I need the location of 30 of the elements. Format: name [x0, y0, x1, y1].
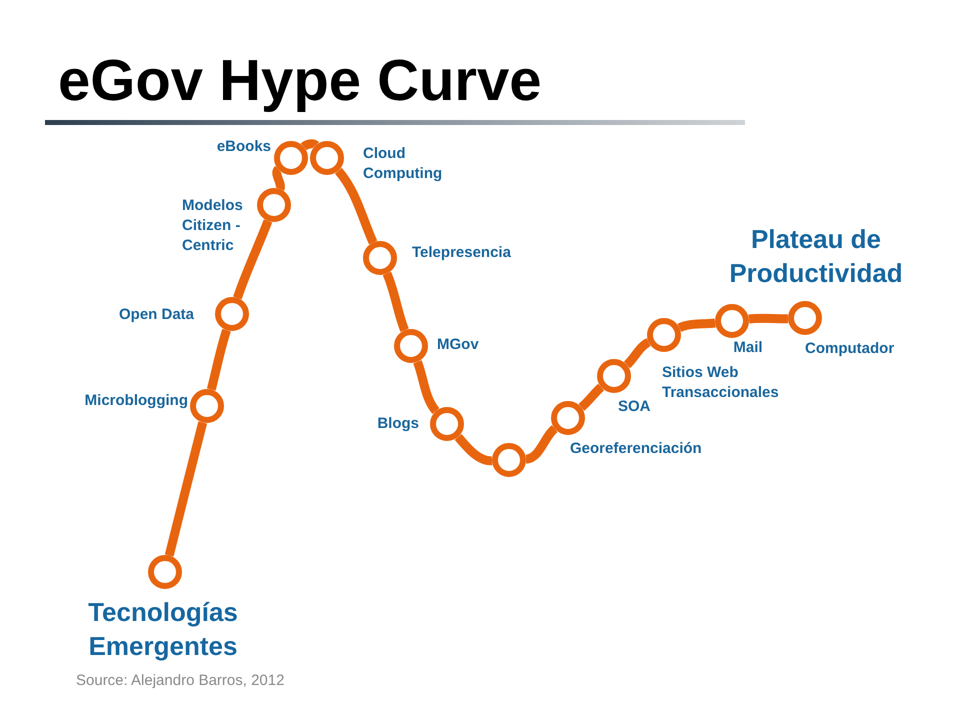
title: eGov Hype Curve: [58, 48, 542, 114]
curve-segment: [164, 421, 208, 557]
curve-segment: [382, 272, 409, 332]
curve-segment: [525, 425, 558, 464]
source-note: Source: Alejandro Barros, 2012: [76, 671, 284, 691]
curve-segment: [301, 139, 318, 150]
curve-segment: [678, 318, 716, 332]
curve-segment: [413, 360, 440, 414]
technology-label: Sitios Web Transaccionales: [662, 363, 780, 403]
curve-segment: [578, 384, 604, 411]
phase-label: Plateau de Productividad: [728, 223, 904, 290]
curve-segment: [748, 314, 788, 324]
curve-segment: [206, 328, 231, 391]
curve-segment: [454, 434, 492, 466]
technology-label: Computador: [805, 339, 894, 359]
technology-label: SOA: [618, 397, 651, 417]
technology-label: eBooks: [216, 137, 271, 157]
technology-label: MGov: [437, 335, 479, 355]
curve-segment: [233, 219, 272, 300]
technology-label: Telepresencia: [412, 243, 511, 263]
curve-segment: [272, 166, 285, 190]
technology-label: Open Data: [118, 305, 194, 325]
technology-label: Cloud Computing: [363, 144, 444, 184]
technology-label: Mail: [733, 338, 763, 358]
technology-label: Modelos Citizen - Centric: [182, 196, 244, 256]
phase-label: Tecnologías Emergentes: [87, 596, 239, 663]
technology-label: Blogs: [377, 414, 419, 434]
technology-label: Georeferenciación: [570, 439, 702, 459]
curve-segment: [624, 338, 651, 368]
technology-label: Microblogging: [84, 391, 188, 411]
